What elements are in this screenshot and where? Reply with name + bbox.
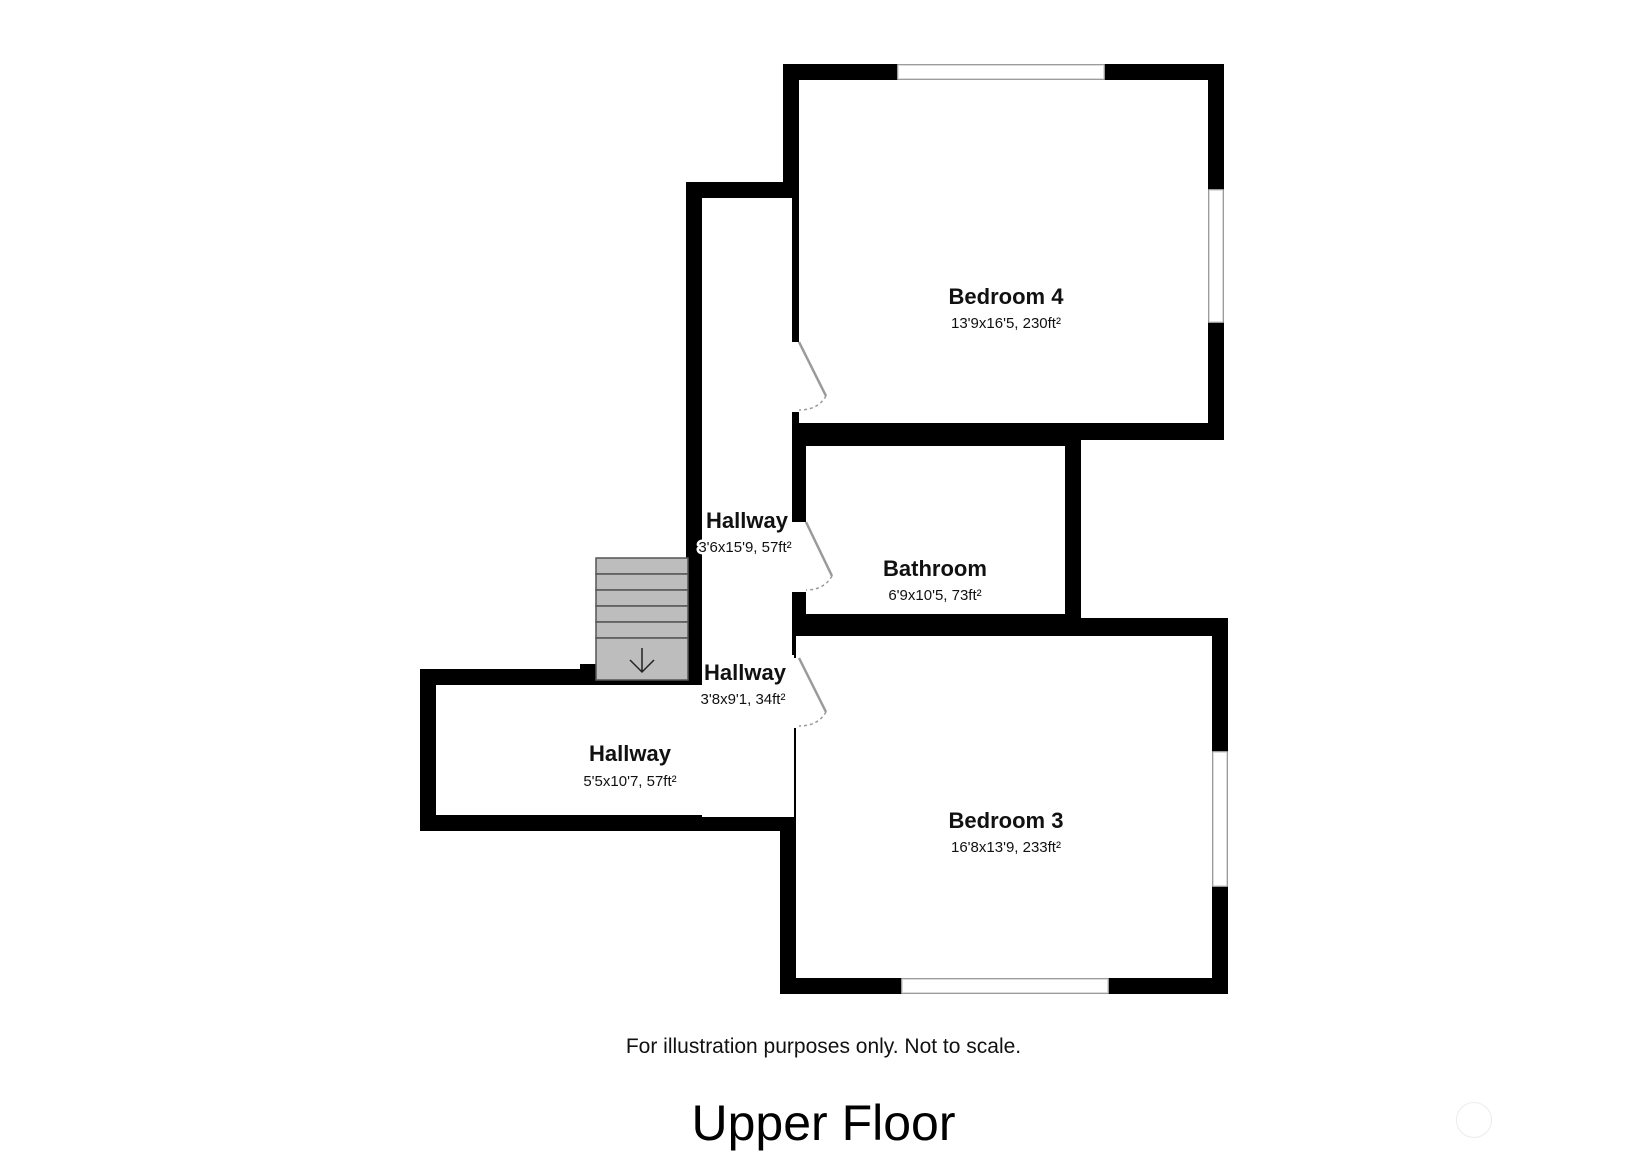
window-bedroom3-right bbox=[1212, 751, 1228, 887]
floors bbox=[436, 80, 1212, 978]
room-hallway-lower: Hallway 5'5x10'7, 57ft² bbox=[583, 741, 676, 790]
floor-bedroom3 bbox=[796, 636, 1212, 978]
room-dims: 16'8x13'9, 233ft² bbox=[951, 839, 1061, 856]
room-dims: 5'5x10'7, 57ft² bbox=[583, 773, 676, 790]
window-bedroom3-bottom bbox=[901, 978, 1109, 994]
door-bathroom bbox=[790, 521, 834, 592]
window-bedroom4-top bbox=[897, 64, 1105, 80]
room-name: Bedroom 4 bbox=[949, 284, 1065, 309]
room-name: Bathroom bbox=[883, 556, 987, 581]
room-name: Hallway bbox=[704, 660, 787, 685]
room-dims: 3'6x15'9, 57ft² bbox=[698, 539, 791, 556]
door-bedroom3 bbox=[790, 657, 828, 728]
window-bedroom4-right bbox=[1208, 189, 1224, 323]
floor-title: Upper Floor bbox=[691, 1095, 956, 1151]
room-name: Hallway bbox=[589, 741, 672, 766]
windows bbox=[897, 64, 1228, 994]
room-dims: 3'8x9'1, 34ft² bbox=[701, 691, 786, 708]
room-labels: Bedroom 4 13'9x16'5, 230ft² Hallway 3'6x… bbox=[583, 284, 1064, 856]
doors bbox=[790, 341, 834, 728]
disclaimer-text: For illustration purposes only. Not to s… bbox=[625, 1035, 1022, 1058]
room-hallway-upper: Hallway 3'6x15'9, 57ft² bbox=[696, 506, 794, 559]
watermark-circle bbox=[1456, 1102, 1492, 1138]
door-bedroom4 bbox=[790, 341, 828, 412]
room-bedroom4: Bedroom 4 13'9x16'5, 230ft² bbox=[949, 284, 1065, 332]
room-name: Hallway bbox=[706, 508, 789, 533]
room-dims: 13'9x16'5, 230ft² bbox=[951, 315, 1061, 332]
staircase-icon bbox=[595, 557, 689, 681]
floor-hallway-upper bbox=[702, 198, 792, 668]
room-name: Bedroom 3 bbox=[949, 808, 1064, 833]
room-bathroom: Bathroom 6'9x10'5, 73ft² bbox=[883, 556, 987, 604]
room-hallway-middle: Hallway 3'8x9'1, 34ft² bbox=[698, 658, 789, 711]
floor-bathroom bbox=[806, 446, 1065, 614]
room-bedroom3: Bedroom 3 16'8x13'9, 233ft² bbox=[949, 808, 1064, 856]
arrow-down-icon bbox=[629, 648, 655, 674]
room-dims: 6'9x10'5, 73ft² bbox=[888, 587, 981, 604]
floor-hallway-lower bbox=[436, 685, 794, 815]
floor-bedroom4 bbox=[799, 80, 1208, 423]
